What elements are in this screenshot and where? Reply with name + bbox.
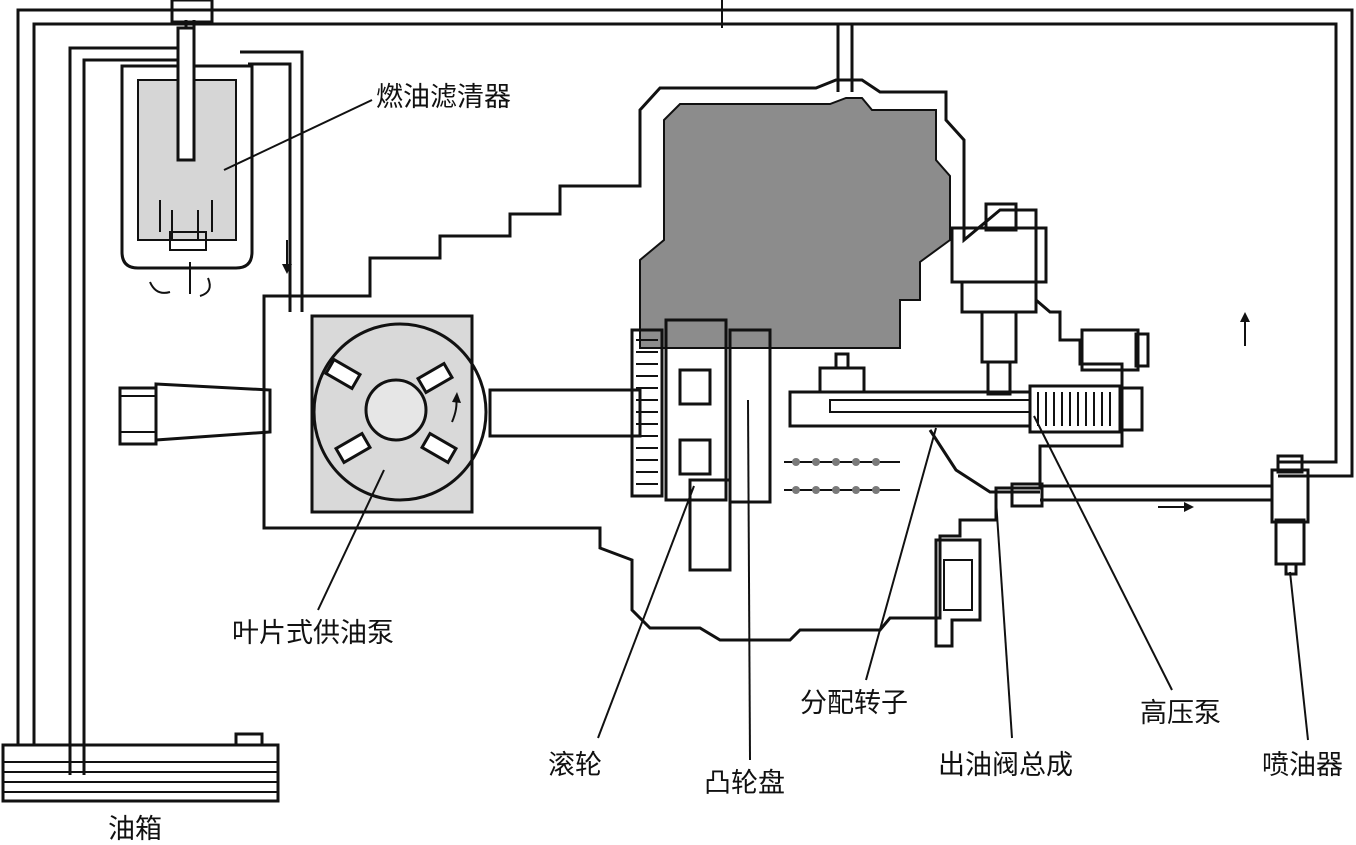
label-distributor-rotor: 分配转子	[800, 688, 908, 719]
label-fuel-tank: 油箱	[108, 814, 162, 845]
label-fuel-filter: 燃油滤清器	[376, 82, 511, 113]
flow-arrows	[282, 240, 1250, 512]
speed-sensor	[934, 538, 982, 648]
cam-roller-assembly	[630, 318, 772, 572]
label-injector: 喷油器	[1262, 750, 1343, 781]
label-high-pressure-pump: 高压泵	[1140, 698, 1221, 729]
vane-pump	[310, 314, 488, 514]
leader-lines	[223, 99, 1309, 761]
fuel-filter	[120, 0, 254, 297]
fuel-tank	[1, 732, 280, 803]
label-vane-pump: 叶片式供油泵	[232, 618, 394, 649]
label-roller: 滚轮	[548, 750, 602, 781]
label-cam-plate: 凸轮盘	[704, 768, 785, 799]
rotor-plunger	[784, 352, 1144, 508]
injector	[1270, 454, 1310, 576]
pump-housing	[118, 78, 1124, 642]
solenoid-valve	[950, 202, 1150, 396]
label-delivery-valve: 出油阀总成	[938, 750, 1073, 781]
